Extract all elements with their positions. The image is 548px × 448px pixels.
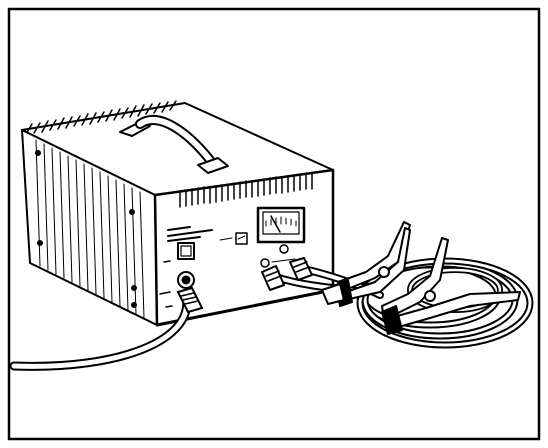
screw-icon (37, 240, 43, 246)
indicator-lamp-icon (279, 244, 289, 254)
screw-icon (131, 285, 137, 291)
fuse-holder-icon (235, 232, 248, 245)
charger-body (21, 100, 335, 327)
screw-icon (35, 150, 41, 156)
cooling-fins (25, 100, 177, 135)
battery-clamp-icon (381, 237, 521, 335)
side-shading (35, 139, 145, 319)
brand-plate (167, 226, 213, 242)
front-vents (179, 172, 313, 208)
screw-icon (129, 209, 135, 215)
power-cord (9, 286, 204, 371)
screw-icon (131, 302, 137, 308)
carry-handle (119, 115, 229, 174)
battery-clamp-icon (321, 221, 411, 307)
analog-meter-icon (256, 206, 306, 244)
indicator-lamp-icon (260, 258, 270, 268)
